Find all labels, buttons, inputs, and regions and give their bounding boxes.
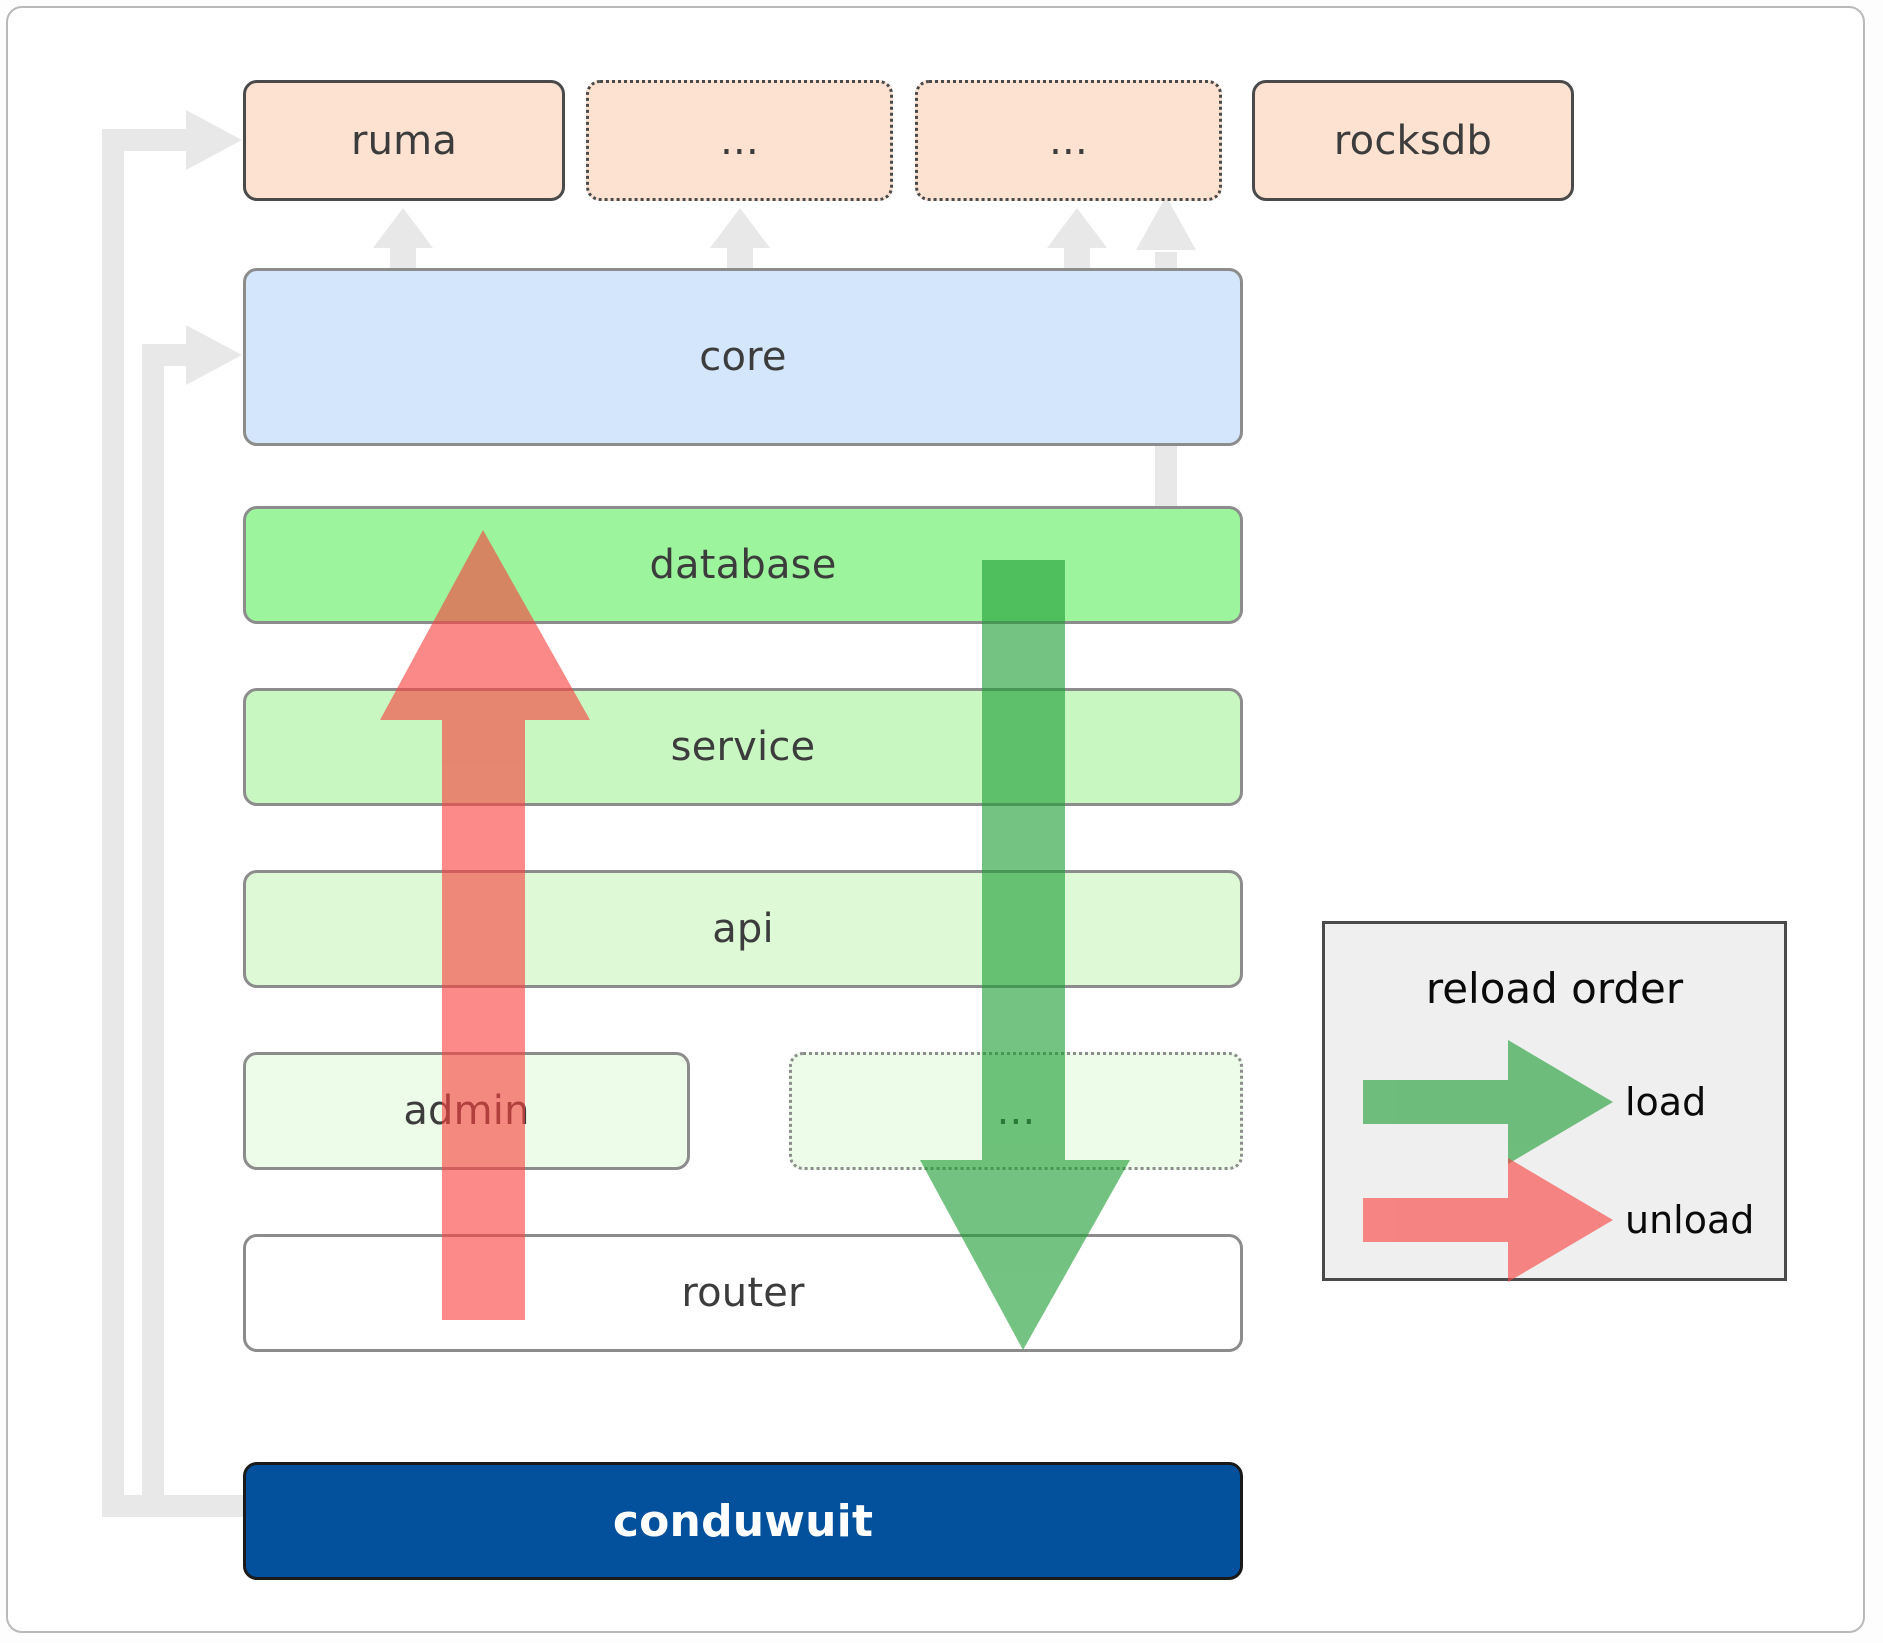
legend-unload-arrow-icon [1363,1158,1613,1282]
module-box-database[interactable]: database [243,506,1243,624]
module-box-rocksdb[interactable]: rocksdb [1252,80,1574,201]
module-label: rocksdb [1333,117,1493,164]
module-label: admin [403,1088,530,1134]
module-box-ellipsis-3[interactable]: ... [789,1052,1243,1170]
module-label: service [670,724,816,770]
module-label: ruma [350,117,458,164]
module-box-service[interactable]: service [243,688,1243,806]
diagram-panel [6,6,1865,1633]
module-box-admin[interactable]: admin [243,1052,690,1170]
legend-row-unload: unload [1325,1158,1784,1282]
module-label: router [681,1270,805,1316]
module-box-api[interactable]: api [243,870,1243,988]
module-box-ellipsis-1[interactable]: ... [586,80,893,201]
module-label: api [712,906,774,952]
module-box-conduwuit[interactable]: conduwuit [243,1462,1243,1580]
module-label: ... [1049,117,1088,164]
module-label: ... [996,1088,1036,1134]
module-box-router[interactable]: router [243,1234,1243,1352]
module-box-ellipsis-2[interactable]: ... [915,80,1222,201]
legend-title: reload order [1425,964,1684,1013]
module-box-ruma[interactable]: ruma [243,80,565,201]
legend-panel: reload order load unload [1322,921,1787,1282]
legend-unload-label: unload [1625,1198,1755,1242]
module-label: conduwuit [612,1495,874,1547]
legend-row-load: load [1325,1040,1784,1164]
module-label: core [699,334,787,380]
module-box-core[interactable]: core [243,268,1243,446]
legend-load-label: load [1625,1080,1707,1124]
module-label: ... [720,117,759,164]
legend-load-arrow-icon [1363,1040,1613,1164]
module-label: database [649,542,837,588]
